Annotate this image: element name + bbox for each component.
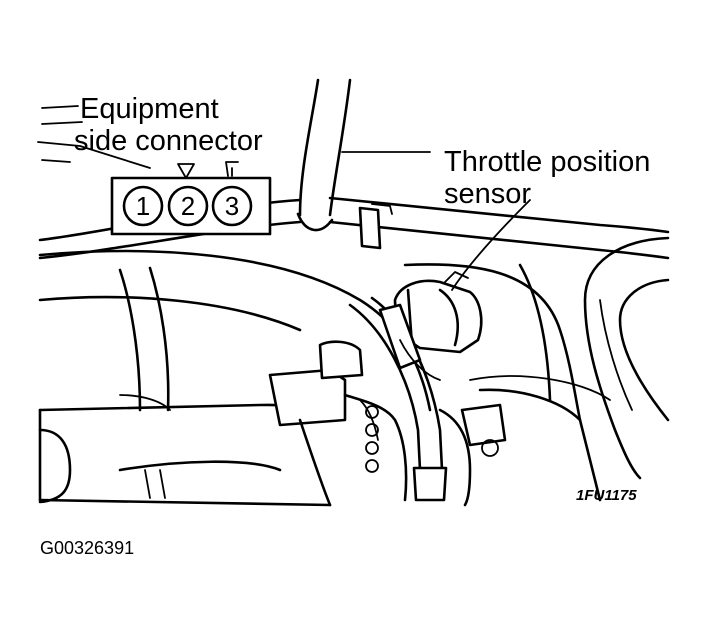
connector-pin-label-2: 2 [181, 191, 195, 221]
throttle-position-sensor-label-line2: sensor [444, 178, 531, 210]
connector-diagram: 1 2 3 [110, 176, 272, 236]
throttle-position-sensor-label-line1: Throttle position [444, 146, 650, 178]
connector-pin-2 [167, 185, 209, 227]
leader-lines [37, 105, 531, 291]
equipment-side-connector-label-line1: Equipment [80, 93, 219, 125]
connector-pin-label-3: 3 [225, 191, 239, 221]
connector-pin-3 [211, 185, 253, 227]
figure-id: G00326391 [40, 538, 134, 558]
connector-pin-label-1: 1 [136, 191, 150, 221]
drawing-code: 1FU1175 [576, 487, 637, 504]
equipment-side-connector-label-line2: side connector [74, 125, 263, 157]
engine-linework [38, 78, 670, 507]
connector-pin-1 [122, 185, 164, 227]
